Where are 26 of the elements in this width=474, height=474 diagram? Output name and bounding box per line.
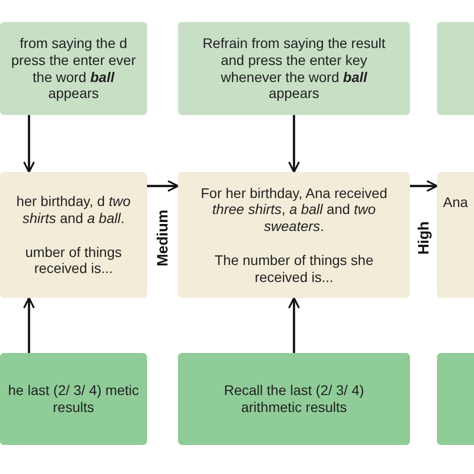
box-text: The number of things she received is... xyxy=(214,252,374,286)
process-box xyxy=(178,172,410,298)
arrow xyxy=(288,115,300,173)
box-text: Ana xyxy=(443,194,468,211)
arrow xyxy=(23,115,35,173)
box-text: Recall the last (2/ 3/ 4) arithmetic results xyxy=(222,382,366,416)
process-box xyxy=(0,172,147,298)
process-box xyxy=(178,22,410,115)
edge-label: Medium xyxy=(154,210,171,266)
box-text: Refrain from saying the result and press the enter key whenever the word ball appears xyxy=(202,34,386,102)
process-box xyxy=(0,22,147,115)
process-box xyxy=(0,353,147,445)
box-text: For her birthday, Ana received three shirts, a ball and two sweaters. xyxy=(200,184,388,235)
empty-box xyxy=(437,353,474,445)
arrow xyxy=(23,297,35,353)
box-text: umber of things received is... xyxy=(24,244,123,278)
box-text: her birthday, d two shirts and a ball. xyxy=(15,192,132,226)
process-box xyxy=(178,353,410,445)
box-text: from saying the d press the enter ever the word ball appears xyxy=(10,34,137,102)
arrow xyxy=(147,180,179,192)
arrow xyxy=(288,297,300,353)
process-box xyxy=(437,172,474,298)
empty-box xyxy=(437,22,474,115)
edge-label: High xyxy=(415,221,432,255)
box-text: he last (2/ 3/ 4) metic results xyxy=(7,382,140,416)
arrow xyxy=(410,180,438,192)
